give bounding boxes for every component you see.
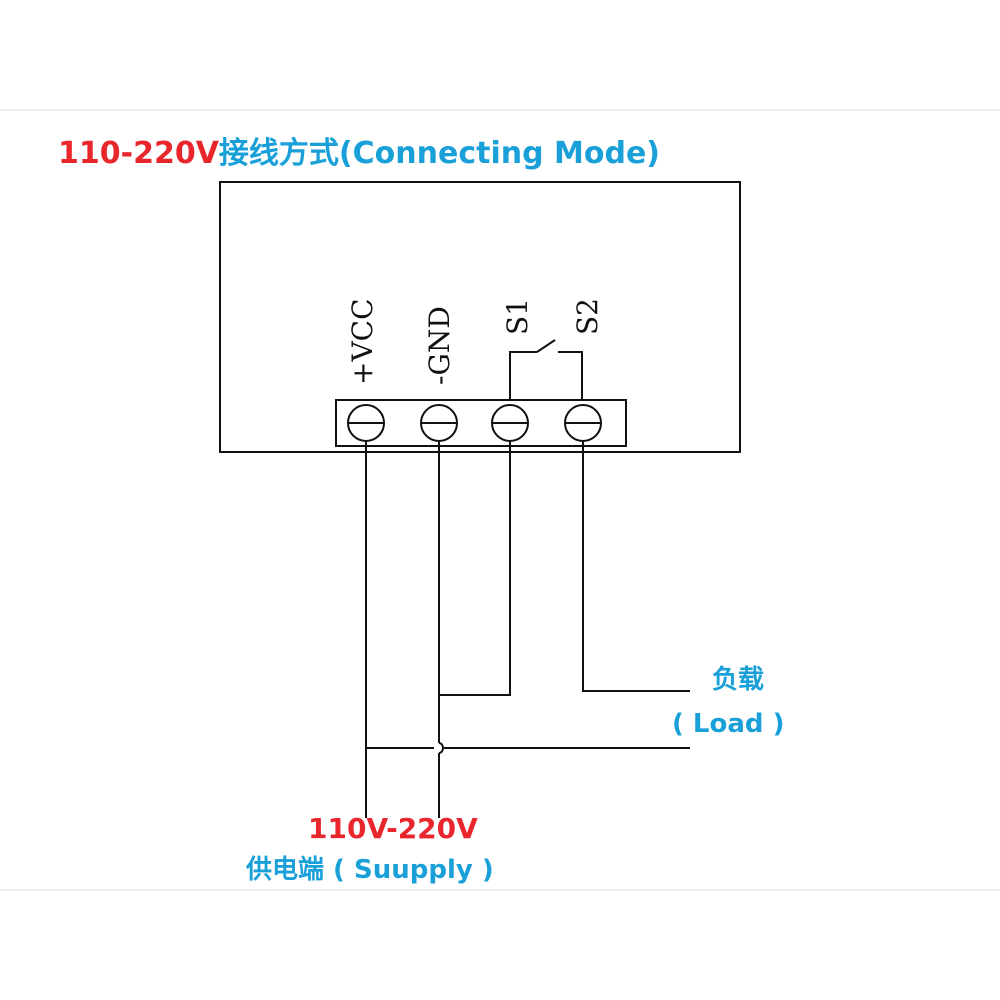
screw-gnd-icon	[420, 404, 458, 442]
title-mode: 接线方式(Connecting Mode)	[219, 136, 660, 171]
device-enclosure	[219, 181, 741, 453]
load-label-cn: 负载	[712, 665, 764, 695]
title-voltage: 110-220V	[58, 136, 220, 171]
switch-lead-s1	[509, 351, 537, 400]
screw-s2-icon	[564, 404, 602, 442]
load-label-en: ( Load )	[672, 709, 784, 739]
terminal-label-s1: S1	[501, 298, 534, 335]
screw-s1-icon	[491, 404, 529, 442]
terminal-label-gnd: -GND	[423, 306, 456, 385]
internal-switch	[509, 339, 583, 400]
wire-s2-load	[582, 441, 690, 692]
switch-lead-s2	[558, 351, 583, 400]
switch-blade	[536, 339, 556, 353]
wire-crossover-hop	[438, 742, 444, 754]
screw-vcc-icon	[347, 404, 385, 442]
supply-voltage: 110V-220V	[308, 812, 478, 845]
supply-label: 供电端 ( Suupply )	[245, 855, 494, 885]
terminal-label-s2: S2	[571, 298, 604, 335]
terminal-label-vcc: +VCC	[346, 298, 379, 385]
title-text: 110-220V接线方式(Connecting Mode)	[58, 136, 660, 171]
wire-s1	[439, 441, 511, 696]
